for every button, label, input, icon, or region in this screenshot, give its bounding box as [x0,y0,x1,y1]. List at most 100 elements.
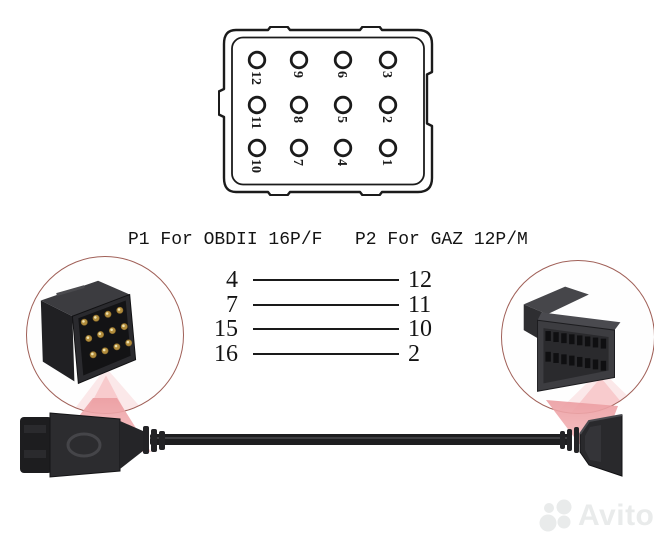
connector-body-top [523,286,589,315]
pin-number-label: 9 [290,71,305,78]
watermark-brand-text: Avito [578,499,654,532]
p1-pin-number: 16 [214,340,238,367]
pin-hole-3 [378,50,398,70]
pin-hole-5 [333,95,353,115]
mapping-row-7-to-11: 7 11 [200,293,440,318]
strain-relief-rib [567,429,572,451]
pin-hole-8 [289,95,309,115]
wire-line [253,303,399,306]
pin-hole-9 [289,50,309,70]
pin-hole-7 [289,138,309,158]
obd-slot [577,335,583,346]
pin-hole-1 [378,138,398,158]
connector-top-face [40,280,130,317]
pin-number-label: 11 [248,116,263,129]
cable-right-plug [560,414,623,477]
cable [150,434,570,445]
plug-cap-slot [24,450,46,458]
strain-relief-rib [143,426,149,454]
pin-number-label: 4 [334,159,349,166]
pin-number-label: 10 [248,159,263,173]
gold-pin-tip [110,328,113,332]
pin-number-label: 7 [290,159,305,166]
gaz-12pin-pinout-diagram: 12 9 6 3 11 8 5 2 10 7 4 1 [218,26,434,196]
obd-slot [569,355,575,366]
p2-pin-number: 10 [408,316,432,343]
p1-pin-number: 15 [214,316,238,343]
p2-pin-number: 2 [408,340,420,367]
magnified-12pin-male-connector [40,280,146,413]
strain-relief-rib [151,429,157,452]
p2-pin-number: 12 [408,267,432,294]
p1-pin-number: 4 [226,267,238,294]
strain-relief-rib [574,427,579,453]
obd-slot [577,356,583,367]
obd-slot [545,351,551,362]
avito-logo-icon [539,499,572,532]
gold-pin-tip [86,336,90,339]
plug-body [49,412,121,478]
connector-face-inset [543,328,609,384]
obd-plug-face [585,425,601,462]
gold-pin-tip [98,332,102,335]
gold-pin-tip [91,352,94,356]
pin-number-label: 6 [334,71,349,78]
plug-emboss [66,432,102,458]
p2-pin-number: 11 [408,291,432,318]
gold-pins [80,306,133,359]
pin-number-label: 2 [379,116,394,123]
obd-pin-slots [545,331,607,371]
wire-line [253,352,399,355]
connector-outline-outer [218,26,434,196]
p1-connector-label: P1 For OBDII 16P/F [128,230,323,250]
obd-slot [561,354,567,365]
avito-watermark: Avito [538,498,654,534]
obd-slot [553,332,559,343]
pin-hole-12 [247,50,267,70]
plug-taper [120,421,143,469]
pin-number-label: 3 [379,71,394,78]
pin-grid: 12 9 6 3 11 8 5 2 10 7 4 1 [247,50,398,173]
wire-line [253,279,399,282]
strain-relief-rib [560,431,565,449]
pin-number-label: 12 [248,71,263,85]
adapter-cable-photo [20,398,623,478]
gold-pin-tip [114,344,118,348]
mapping-row-4-to-12: 4 12 [200,268,440,293]
obd-slot [553,353,559,363]
obd-slot [569,334,575,345]
obd-slot [561,333,567,344]
cable-highlight [150,437,570,439]
obd-slot [584,358,591,369]
connector-outline-inner [231,36,425,186]
pin-hole-10 [247,138,267,158]
gold-pin-tip [126,340,130,344]
gold-pin-tip [117,308,121,311]
obd-slot [592,337,599,348]
pin-hole-4 [333,138,353,158]
p1-pin-number: 7 [226,291,238,318]
obd-slot [600,360,607,371]
plug-cap-slot [24,425,46,433]
strain-relief-rib [159,431,165,450]
obd-slot [600,338,607,349]
obd-slot [545,331,551,341]
pin-number-label: 1 [379,159,394,166]
pin-hole-6 [333,50,353,70]
gold-pin-tip [105,312,109,315]
gold-pin-tip [82,320,85,323]
pin-hole-11 [247,95,267,115]
connector-left-face [40,300,75,382]
gold-pin-tip [122,324,125,328]
obd-plug-highlight [579,414,623,435]
connector-head-bevel [537,312,621,331]
gold-pin-tip [102,348,106,352]
pin-number-label: 5 [334,116,349,123]
wire-line [253,328,399,331]
top-ridge [56,285,85,296]
obd-slot [584,336,591,347]
pin-number-label: 8 [290,116,305,123]
